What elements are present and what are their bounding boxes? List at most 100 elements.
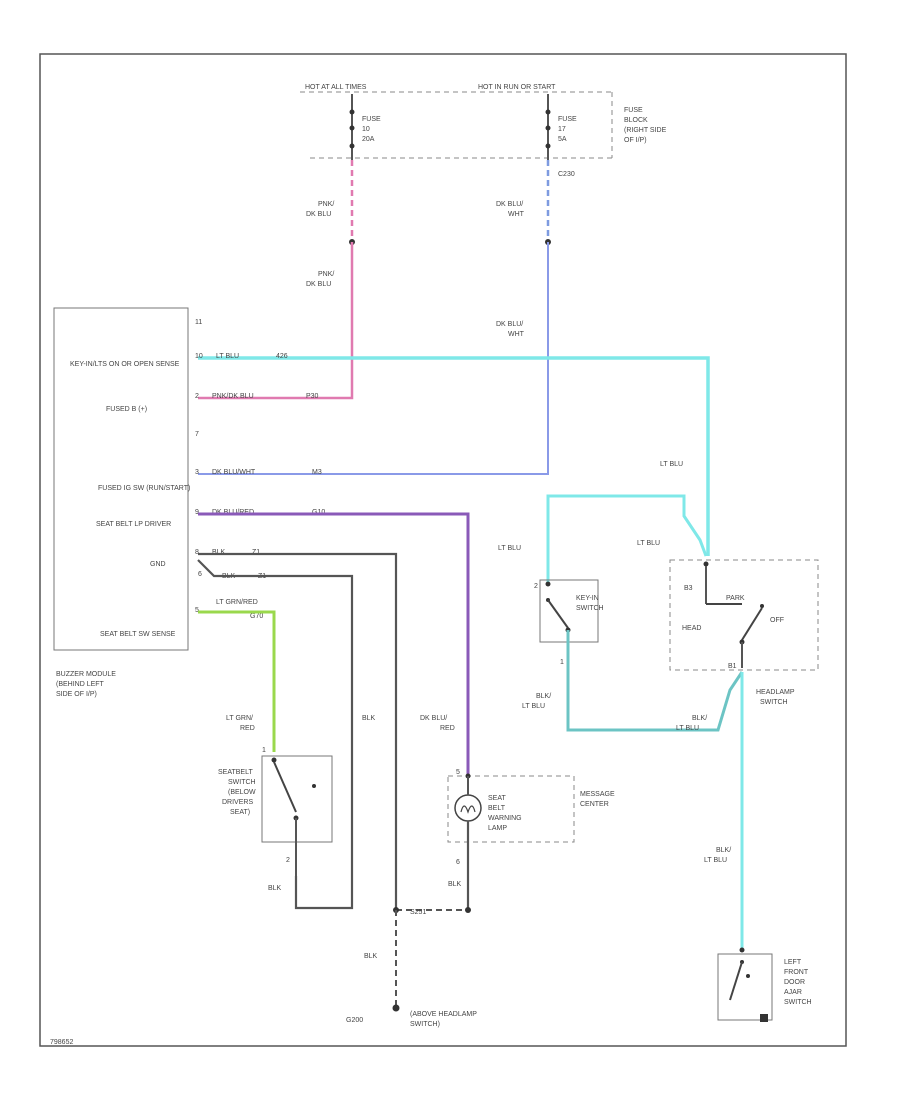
- door-switch-label-2: FRONT: [784, 969, 809, 976]
- hot-at-all-times-label: HOT AT ALL TIMES: [305, 84, 367, 91]
- blk-ltblu-label-2a: BLK/: [692, 715, 707, 722]
- buzzer-label-seatbelt-lp: SEAT BELT LP DRIVER: [96, 521, 171, 528]
- seatbelt-switch-label-2: SWITCH: [228, 779, 256, 786]
- ground-label-2: SWITCH): [410, 1021, 440, 1028]
- door-ajar-switch-box: [717, 953, 773, 1021]
- buzzer-pin-3: 3: [195, 469, 199, 476]
- lamp-pin-bottom: 6: [456, 859, 460, 866]
- seatbelt-switch-label-4: DRIVERS: [222, 799, 253, 806]
- lamp-pin-top: 5: [456, 769, 460, 776]
- headlamp-switch-label-1: HEADLAMP: [756, 689, 795, 696]
- buzzer-pin-8-circuit: Z1: [252, 549, 260, 556]
- blk-wire-pin6: [197, 559, 354, 910]
- buzzer-pin-8: 8: [195, 549, 199, 556]
- blk-label-4: BLK: [364, 953, 378, 960]
- fuse-block-label-2: BLOCK: [624, 117, 648, 124]
- hs-pin-b1: B1: [728, 663, 737, 670]
- dkblu-red-label-1: DK BLU/: [420, 715, 447, 722]
- buzzer-label-fusedig: FUSED IG SW (RUN/START): [98, 485, 190, 492]
- pnk-wire-label-a2: DK BLU: [306, 211, 331, 218]
- dkblu-wht-label-a1: DK BLU/: [496, 201, 523, 208]
- buzzer-pin-3-circuit: M3: [312, 469, 322, 476]
- seatbelt-pin1: 1: [262, 747, 266, 754]
- seatbelt-switch-label-5: SEAT): [230, 809, 250, 816]
- headlamp-switch-box: [669, 559, 819, 671]
- warning-lamp-bulb: [454, 794, 482, 822]
- seatbelt-switch-blade: [273, 761, 297, 813]
- seatbelt-switch-label-1: SEATBELT: [218, 769, 253, 776]
- fuse17-label-3: 5A: [558, 136, 567, 143]
- pnk-wire-label-b2: DK BLU: [306, 281, 331, 288]
- buzzer-pin-5-wire: LT GRN/RED: [216, 599, 258, 606]
- buzzer-pin-7: 7: [195, 431, 199, 438]
- hs-blade: [741, 607, 763, 641]
- dkblu-red-label-2: RED: [440, 725, 455, 732]
- blk-label-3: BLK: [448, 881, 462, 888]
- dkblu-red-wire: [198, 512, 470, 774]
- keyin-switch-blade: [547, 599, 569, 629]
- buzzer-label-keyin: KEY-IN/LTS ON OR OPEN SENSE: [70, 361, 180, 368]
- dkblu-wht-label-b2: WHT: [508, 331, 525, 338]
- buzzer-pin-3-wire: DK BLU/WHT: [212, 469, 256, 476]
- door-switch-label-3: DOOR: [784, 979, 805, 986]
- buzzer-title-1: BUZZER MODULE: [56, 671, 116, 678]
- blk-ltblu-label-3b: LT BLU: [704, 857, 727, 864]
- buzzer-pin-9: 9: [195, 509, 199, 516]
- blk-ltblu-label-3a: BLK/: [716, 847, 731, 854]
- buzzer-pin-10: 10: [195, 353, 203, 360]
- warning-lamp-label-1: SEAT: [488, 795, 506, 802]
- buzzer-pin-6: 6: [198, 571, 202, 578]
- ground-g200: G200: [346, 1017, 363, 1024]
- buzzer-pin-2-wire: PNK/DK BLU: [212, 393, 254, 400]
- blk-ltblu-label-1a: BLK/: [536, 693, 551, 700]
- hs-head-label: HEAD: [682, 625, 701, 632]
- ltblu-label-2: LT BLU: [498, 545, 521, 552]
- dkblu-wht-label-b1: DK BLU/: [496, 321, 523, 328]
- buzzer-label-gnd: GND: [150, 561, 166, 568]
- ltgrn-red-label-1: LT GRN/: [226, 715, 253, 722]
- connector-c230: C230: [558, 171, 575, 178]
- splice-s251: S251: [410, 909, 426, 916]
- fuse10-label-2: 10: [362, 126, 370, 133]
- keyin-pin2: 2: [534, 583, 538, 590]
- buzzer-pin-5-circuit: G70: [250, 613, 263, 620]
- warning-lamp-label-4: LAMP: [488, 825, 507, 832]
- buzzer-pin-11: 11: [195, 319, 202, 326]
- headlamp-switch-label-2: SWITCH: [760, 699, 788, 706]
- dkblu-wht-wire: [198, 242, 549, 475]
- fuse-block-label-1: FUSE: [624, 107, 643, 114]
- buzzer-title-2: (BEHIND LEFT: [56, 681, 105, 688]
- ltblu-label-1: LT BLU: [660, 461, 683, 468]
- keyin-switch-label-2: SWITCH: [576, 605, 604, 612]
- door-switch-label-5: SWITCH: [784, 999, 812, 1006]
- hs-park-label: PARK: [726, 595, 745, 602]
- blk-label-2: BLK: [268, 885, 282, 892]
- seatbelt-pin2: 2: [286, 857, 290, 864]
- buzzer-module-box: [53, 307, 189, 651]
- buzzer-title-3: SIDE OF I/P): [56, 691, 97, 698]
- buzzer-label-fusedb: FUSED B (+): [106, 406, 147, 413]
- blk-ltblu-wire-keyin: [566, 630, 744, 732]
- pnk-wire: [198, 242, 354, 400]
- fuse10-label-1: FUSE: [362, 116, 381, 123]
- blk-ltblu-label-2b: LT BLU: [676, 725, 699, 732]
- blk-wire-pin8: [198, 552, 398, 910]
- buzzer-pin-5: 5: [195, 607, 199, 614]
- ltblu-wire-main: [198, 356, 710, 556]
- warning-lamp-label-2: BELT: [488, 805, 506, 812]
- buzzer-pin-8-wire: BLK: [212, 549, 226, 556]
- hs-pin-b3: B3: [684, 585, 693, 592]
- buzzer-label-seatbelt-sw: SEAT BELT SW SENSE: [100, 631, 176, 638]
- buzzer-pin-10-wire: LT BLU: [216, 353, 239, 360]
- door-switch-label-1: LEFT: [784, 959, 802, 966]
- buzzer-pin-10-circuit: 426: [276, 353, 288, 360]
- fuse17-label-2: 17: [558, 126, 566, 133]
- buzzer-pin-2-circuit: P30: [306, 393, 319, 400]
- pnk-wire-label-a1: PNK/: [318, 201, 334, 208]
- fuse-block-label-3: (RIGHT SIDE: [624, 127, 667, 134]
- ltgrn-red-label-2: RED: [240, 725, 255, 732]
- fuse10-label-3: 20A: [362, 136, 375, 143]
- fuse-block-label-4: OF I/P): [624, 137, 647, 144]
- message-center-box: [447, 775, 575, 843]
